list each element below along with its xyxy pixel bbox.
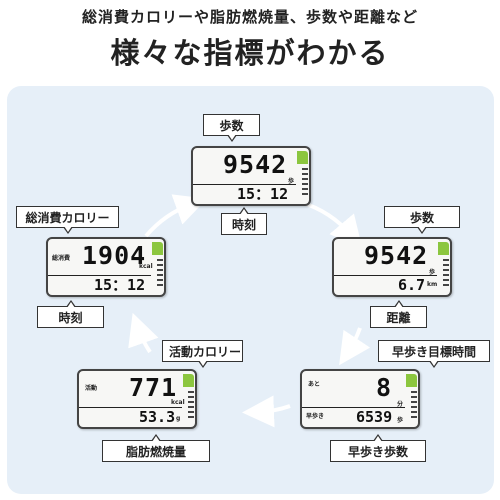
main-value: 771 (129, 373, 178, 402)
label-brisk-target: 早歩き目標時間 (378, 340, 490, 368)
device-display-top: 9542 歩 15：12 (191, 146, 311, 206)
level-gauge-icon (297, 151, 308, 201)
header-subtitle: 総消費カロリーや脂肪燃焼量、歩数や距離など (81, 8, 418, 26)
main-unit: 歩 (288, 178, 295, 185)
device-display-bottom-left: 活動 771 kcal 53.3 g (77, 369, 197, 429)
main-tag: あと (308, 381, 321, 388)
sub-value: 6.7 (398, 276, 426, 294)
level-gauge-icon (183, 374, 194, 424)
arrow-right-down-icon (339, 327, 371, 366)
device-display-bottom-right: あと 8 分 早歩き 6539 歩 (300, 369, 420, 429)
label-time-left: 時刻 (37, 300, 104, 328)
label-activity-calories: 活動カロリー (162, 340, 243, 368)
level-gauge-icon (406, 374, 417, 424)
label-time-top: 時刻 (221, 207, 267, 235)
sub-unit: km (427, 281, 438, 288)
label-steps-top: 歩数 (203, 114, 260, 142)
arrow-top-left-icon (144, 194, 208, 238)
label-fat-burn: 脂肪燃焼量 (102, 434, 210, 462)
main-unit: kcal (139, 263, 153, 270)
main-unit: kcal (171, 399, 185, 406)
level-gauge-icon (438, 242, 449, 292)
label-steps-right: 歩数 (384, 206, 460, 234)
level-gauge-icon (152, 242, 163, 292)
device-display-left: 総消費 1904 kcal 15：12 (46, 237, 166, 297)
sub-value: 53.3 (139, 408, 176, 426)
main-value: 8 (376, 373, 393, 402)
label-total-calories: 総消費カロリー (16, 206, 119, 234)
label-distance: 距離 (370, 300, 427, 328)
arrow-top-right-icon (299, 200, 363, 249)
sub-unit: g (176, 415, 181, 422)
main-unit: 歩 (429, 269, 436, 276)
sub-value: 15：12 (237, 185, 289, 203)
header-title: 様々な指標がわかる (110, 36, 390, 70)
main-value: 9542 (223, 150, 288, 179)
main-tag: 活動 (85, 385, 98, 392)
sub-tag: 早歩き (306, 413, 325, 420)
sub-unit: 歩 (397, 417, 404, 424)
sub-value: 15：12 (94, 276, 146, 294)
main-value: 1904 (82, 241, 147, 270)
label-brisk-steps: 早歩き歩数 (330, 434, 426, 462)
main-value: 9542 (364, 241, 429, 270)
main-unit: 分 (397, 401, 404, 408)
sub-value: 6539 (356, 408, 393, 426)
device-display-right: 9542 歩 6.7 km (332, 237, 452, 297)
arrow-bottom-icon (242, 395, 291, 428)
main-tag: 総消費 (52, 255, 71, 262)
arrow-left-up-icon (128, 312, 159, 354)
